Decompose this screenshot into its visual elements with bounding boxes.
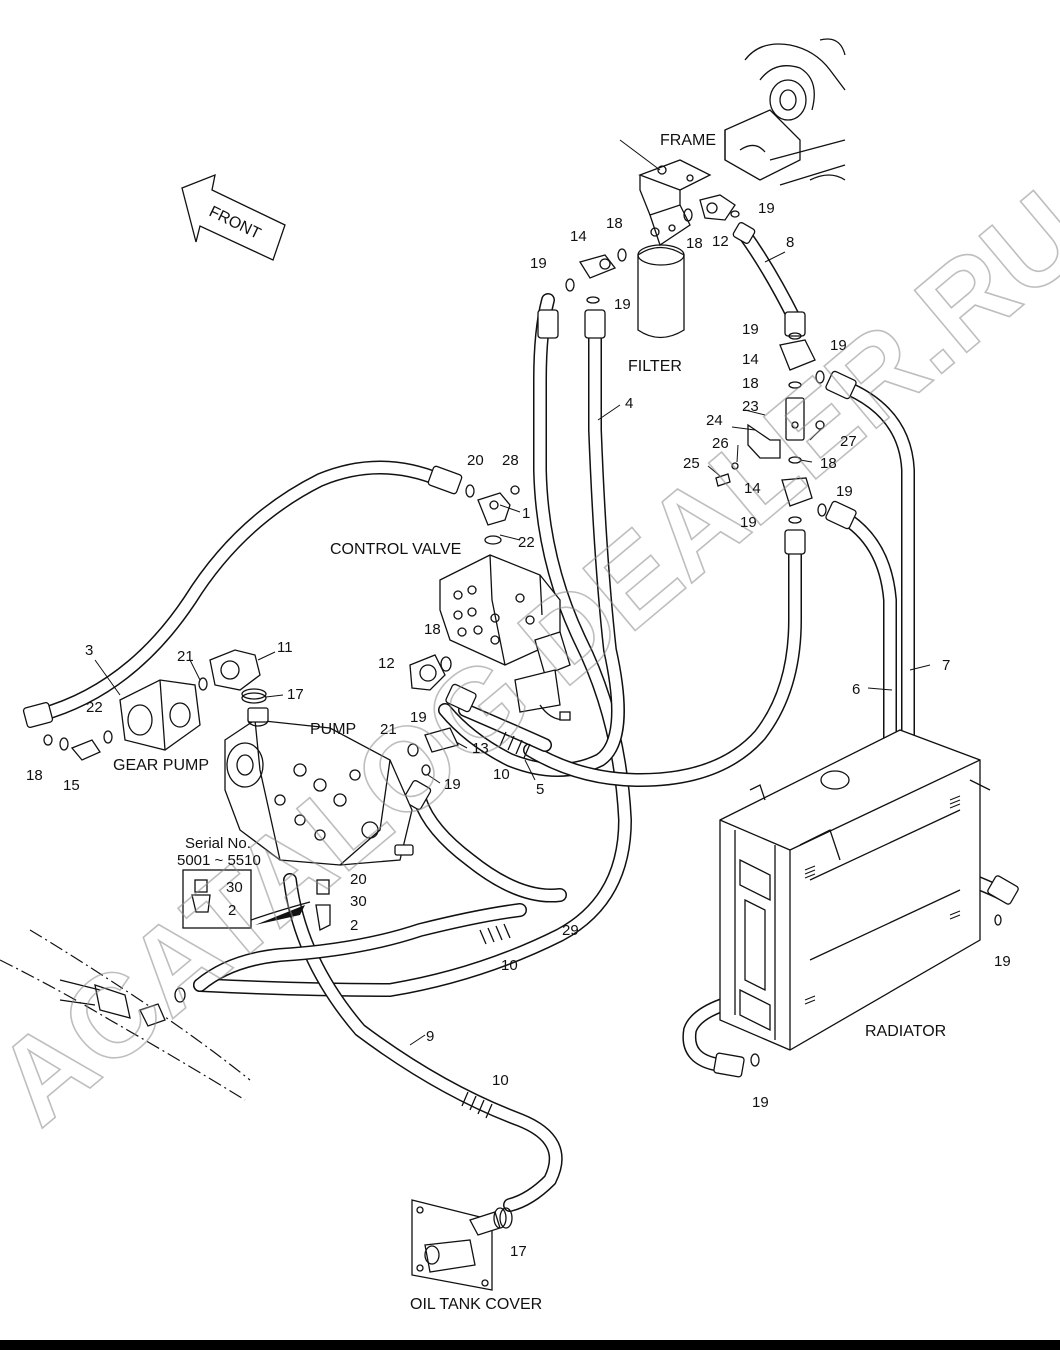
label-serial-line1: Serial No. — [185, 835, 251, 852]
tee-fittings — [578, 254, 816, 507]
callout-23: 23 — [742, 398, 759, 415]
label-frame: FRAME — [660, 132, 716, 149]
callout-8: 8 — [786, 234, 794, 251]
callout-18-d: 18 — [820, 455, 837, 472]
callout-30-a: 30 — [350, 893, 367, 910]
callout-10-c: 10 — [492, 1072, 509, 1089]
callout-18-e: 18 — [424, 621, 441, 638]
callout-19-e: 19 — [830, 337, 847, 354]
control-valve-body — [439, 554, 571, 721]
serial-inset — [182, 869, 311, 929]
callout-5: 5 — [536, 781, 544, 798]
part-callouts: 1 2 2 3 4 5 6 7 8 9 10 10 10 11 12 12 13… — [26, 200, 1011, 1260]
callout-2-inset: 2 — [228, 902, 236, 919]
callout-12-b: 12 — [712, 233, 729, 250]
radiator-body — [719, 729, 991, 1051]
callout-24: 24 — [706, 412, 723, 429]
elbow-fitting-12 — [699, 194, 736, 221]
callout-22-a: 22 — [518, 534, 535, 551]
callout-19-i: 19 — [444, 776, 461, 793]
callout-7: 7 — [942, 657, 950, 674]
frame-structure — [724, 38, 846, 186]
callout-21-b: 21 — [380, 721, 397, 738]
callout-29: 29 — [562, 922, 579, 939]
callout-19-d: 19 — [742, 321, 759, 338]
callout-19-j: 19 — [994, 953, 1011, 970]
callout-19-a: 19 — [530, 255, 547, 272]
callout-4: 4 — [625, 395, 633, 412]
callout-10-b: 10 — [501, 957, 518, 974]
callout-28: 28 — [502, 452, 519, 469]
callout-26: 26 — [712, 435, 729, 452]
callout-27: 27 — [840, 433, 857, 450]
callout-19-g: 19 — [740, 514, 757, 531]
callout-14-a: 14 — [570, 228, 587, 245]
tank-pipe — [0, 929, 251, 1101]
filter-bracket — [619, 139, 712, 216]
filter-canister — [637, 204, 691, 339]
callout-19-c: 19 — [758, 200, 775, 217]
callout-3: 3 — [85, 642, 93, 659]
callout-10-a: 10 — [493, 766, 510, 783]
radiator-grille-marks — [804, 795, 961, 1005]
label-radiator: RADIATOR — [865, 1023, 946, 1040]
front-arrow — [181, 173, 286, 261]
label-pump: PUMP — [310, 721, 356, 738]
callout-19-f: 19 — [836, 483, 853, 500]
label-filter: FILTER — [628, 358, 682, 375]
label-gear-pump: GEAR PUMP — [113, 757, 209, 774]
label-serial-line2: 5001 ~ 5510 — [177, 852, 261, 869]
callout-30-b: 30 — [226, 879, 243, 896]
callout-18-b: 18 — [686, 235, 703, 252]
callout-12-a: 12 — [378, 655, 395, 672]
callout-18-a: 18 — [606, 215, 623, 232]
callout-18-f: 18 — [26, 767, 43, 784]
callout-9: 9 — [426, 1028, 434, 1045]
bottom-border-bar — [0, 1340, 1060, 1350]
callout-19-b: 19 — [614, 296, 631, 313]
bracket-24 — [715, 420, 825, 487]
hose-ribbing — [461, 731, 531, 1119]
callout-17-a: 17 — [287, 686, 304, 703]
leader-lines — [94, 251, 931, 1046]
callout-19-h: 19 — [410, 709, 427, 726]
callout-18-c: 18 — [742, 375, 759, 392]
callout-20-a: 20 — [467, 452, 484, 469]
main-pump-body — [224, 707, 414, 931]
callout-20-b: 20 — [350, 871, 367, 888]
callout-14-c: 14 — [744, 480, 761, 497]
gear-pump-body — [43, 679, 201, 761]
callout-2: 2 — [350, 917, 358, 934]
fittings-11-12-13 — [209, 649, 459, 753]
callout-11: 11 — [277, 639, 293, 656]
callout-22-b: 22 — [86, 699, 103, 716]
callout-15: 15 — [63, 777, 80, 794]
hose-fittings — [22, 222, 1019, 1078]
callout-19-k: 19 — [752, 1094, 769, 1111]
o-rings — [59, 208, 1002, 1067]
oil-tank-cover-plate — [411, 1199, 513, 1291]
label-oil-tank-cover: OIL TANK COVER — [410, 1296, 542, 1313]
callout-1: 1 — [522, 505, 530, 522]
elbow-fitting-1 — [477, 485, 520, 526]
callout-21-a: 21 — [177, 648, 194, 665]
callout-17-b: 17 — [510, 1243, 527, 1260]
callout-25: 25 — [683, 455, 700, 472]
label-control-valve: CONTROL VALVE — [330, 541, 461, 558]
callout-13: 13 — [472, 740, 489, 757]
callout-14-b: 14 — [742, 351, 759, 368]
callout-6: 6 — [852, 681, 860, 698]
